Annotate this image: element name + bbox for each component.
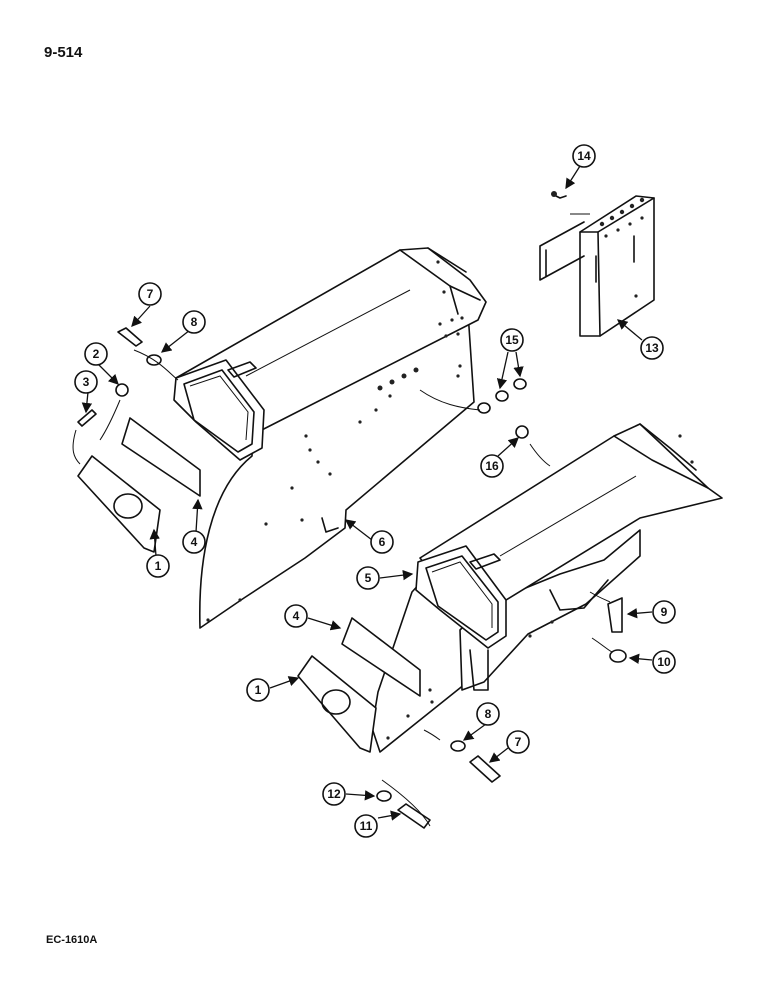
callout-6: 6 — [344, 519, 394, 554]
svg-text:8: 8 — [485, 707, 492, 721]
callout-10: 10 — [628, 650, 676, 674]
svg-text:11: 11 — [360, 819, 373, 833]
svg-text:16: 16 — [485, 459, 499, 473]
callout-7-lower: 7 — [488, 730, 530, 763]
figure-code: EC-1610A — [46, 934, 98, 946]
callout-14: 14 — [565, 144, 596, 190]
svg-text:6: 6 — [379, 535, 386, 549]
callout-5: 5 — [356, 566, 414, 590]
page-number: 9-514 — [44, 44, 83, 61]
callout-1-upper: 1 — [146, 528, 170, 578]
callout-9: 9 — [626, 600, 676, 624]
svg-text:9: 9 — [661, 605, 668, 619]
svg-text:7: 7 — [515, 735, 522, 749]
svg-text:13: 13 — [645, 341, 659, 355]
callout-7-upper: 7 — [131, 282, 162, 327]
svg-text:8: 8 — [191, 315, 198, 329]
svg-text:12: 12 — [327, 787, 341, 801]
svg-text:15: 15 — [505, 333, 519, 347]
svg-text:1: 1 — [255, 683, 262, 697]
svg-text:14: 14 — [577, 149, 591, 163]
lower-fender — [371, 423, 723, 753]
callout-11: 11 — [354, 810, 402, 838]
callout-2: 2 — [84, 342, 119, 385]
svg-text:4: 4 — [293, 609, 300, 623]
svg-text:5: 5 — [365, 571, 372, 585]
leader-lines — [72, 213, 613, 827]
callout-16: 16 — [480, 437, 519, 478]
callout-8-lower: 8 — [462, 702, 500, 741]
svg-text:2: 2 — [93, 347, 100, 361]
upper-fender — [173, 247, 487, 629]
callout-3: 3 — [74, 370, 98, 414]
svg-text:4: 4 — [191, 535, 198, 549]
callout-4-upper: 4 — [182, 498, 206, 554]
svg-text:1: 1 — [155, 559, 162, 573]
svg-text:10: 10 — [657, 655, 671, 669]
svg-text:7: 7 — [147, 287, 154, 301]
callout-13: 13 — [617, 319, 664, 360]
callout-12: 12 — [322, 782, 376, 806]
callout-8-upper: 8 — [160, 310, 206, 353]
svg-text:3: 3 — [83, 375, 90, 389]
callout-15: 15 — [496, 328, 524, 390]
mounting-bracket — [539, 191, 655, 337]
callout-4-lower: 4 — [284, 604, 342, 631]
callout-1-lower: 1 — [246, 676, 300, 702]
